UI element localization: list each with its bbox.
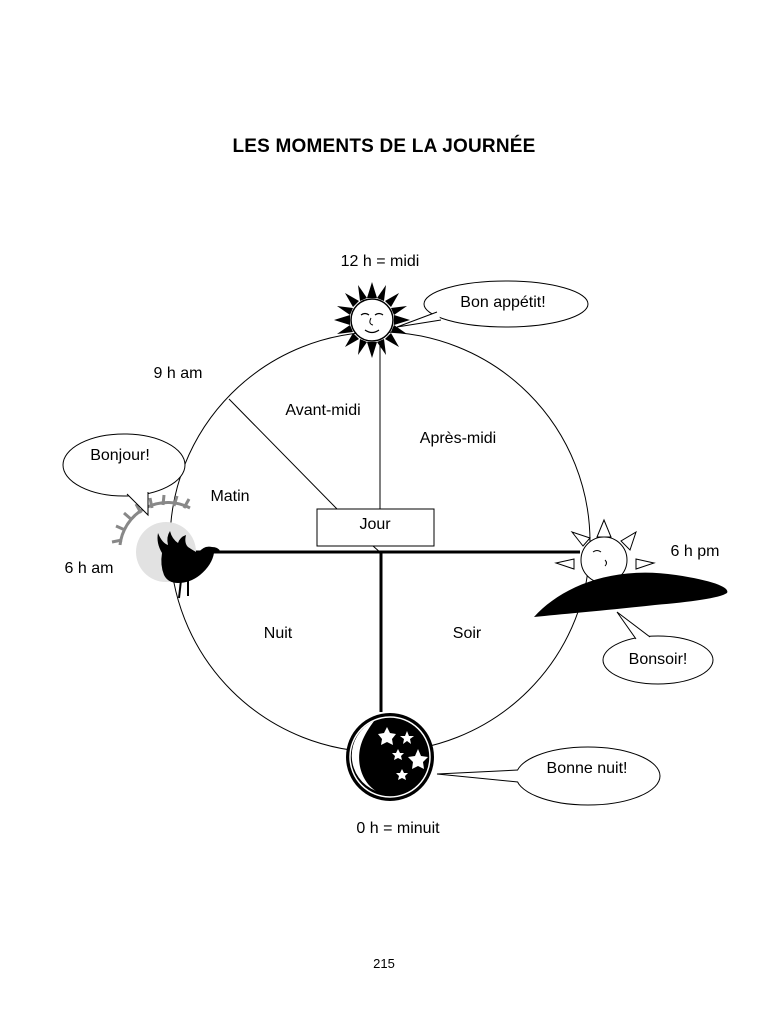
page-number: 215 xyxy=(0,956,768,971)
moon-stars-icon xyxy=(346,713,434,801)
evening-speech-bubble xyxy=(603,612,713,684)
speech-text-noon: Bon appétit! xyxy=(460,294,545,312)
hour-label-nine-am: 9 h am xyxy=(154,365,203,383)
period-label-avant-midi: Avant-midi xyxy=(285,402,360,420)
rooster-sunrise-icon xyxy=(112,495,220,598)
period-label-matin: Matin xyxy=(210,488,249,506)
hour-label-noon: 12 h = midi xyxy=(341,253,420,271)
setting-sun-icon xyxy=(534,520,727,617)
period-label-soir: Soir xyxy=(453,625,481,643)
hour-label-six-pm: 6 h pm xyxy=(671,543,720,561)
period-label-jour: Jour xyxy=(359,516,390,534)
hour-label-six-am: 6 h am xyxy=(65,560,114,578)
speech-text-night: Bonne nuit! xyxy=(547,760,628,778)
period-label-nuit: Nuit xyxy=(264,625,292,643)
speech-text-morning: Bonjour! xyxy=(90,447,150,465)
hour-label-midnight: 0 h = minuit xyxy=(356,820,439,838)
speech-text-evening: Bonsoir! xyxy=(629,651,688,669)
period-label-apres-midi: Après-midi xyxy=(420,430,496,448)
sun-face-icon xyxy=(334,282,410,358)
